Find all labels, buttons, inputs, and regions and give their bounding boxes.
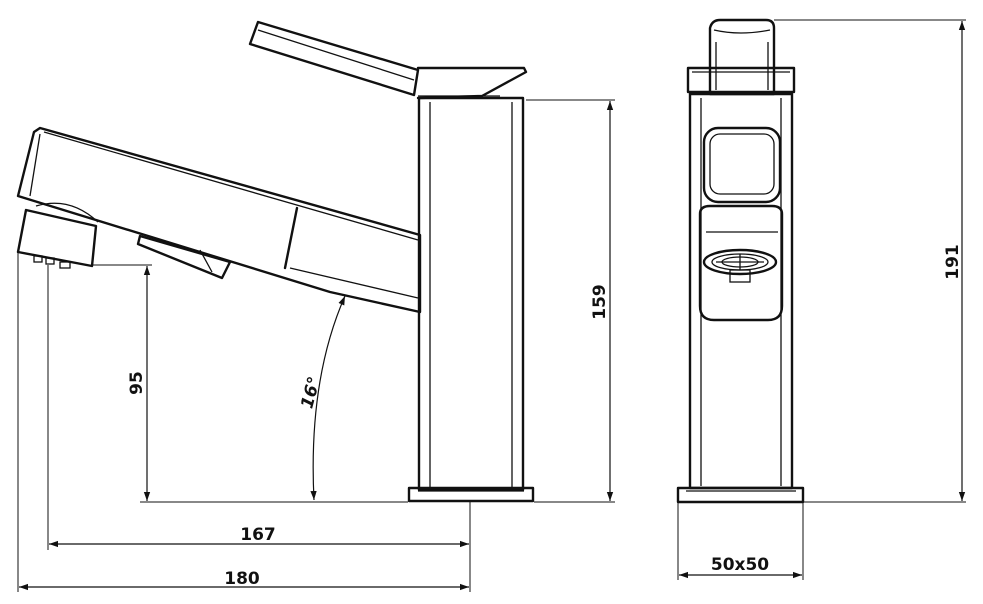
dim-label-167: 167 [240,525,276,545]
faucet-body [407,96,535,503]
lever-handle [248,20,528,100]
dim-label-50x50: 50x50 [711,555,769,575]
front-view: 191 50x50 [676,18,966,580]
dim-label-95: 95 [127,371,147,395]
dim-label-angle: 16° [297,375,325,411]
angle-arc [310,295,346,501]
front-handle [686,18,796,96]
pull-out-spout [16,126,422,314]
dim-label-191: 191 [943,244,963,280]
dim-label-159: 159 [590,284,610,320]
dim-label-180: 180 [224,569,260,589]
front-body [676,92,805,504]
side-view: 180 167 95 159 16° [16,20,615,592]
